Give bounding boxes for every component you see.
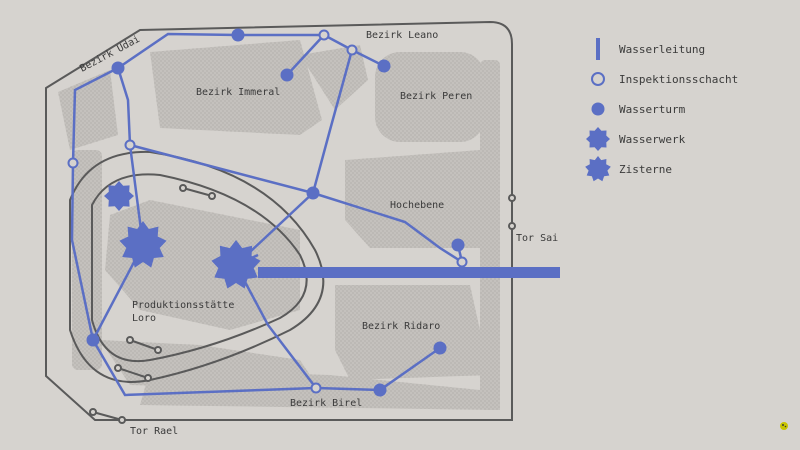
main-water-trunk	[258, 267, 560, 278]
waterworks	[104, 181, 134, 211]
district-label-produktion-1: Produktionsstätte	[132, 300, 234, 311]
district-label-produktion-2: Loro	[132, 313, 156, 324]
water-towers	[86, 28, 465, 397]
gate-label-sai: Tor Sai	[516, 233, 558, 244]
legend-label: Inspektionsschacht	[619, 72, 739, 86]
cistern-icon	[119, 221, 167, 268]
district-label-ridaro: Bezirk Ridaro	[362, 321, 440, 332]
cistern-icon	[211, 240, 261, 289]
water-tower-icon	[231, 28, 245, 42]
water-tower-icon	[377, 59, 391, 73]
inspection-shaft-icon	[124, 139, 136, 151]
legend-item-water-tower: Wasserturm	[585, 96, 685, 122]
water-tower-icon	[306, 186, 320, 200]
legend-item-waterworks: Wasserwerk	[585, 126, 685, 152]
legend-label: Wasserturm	[619, 102, 686, 116]
ring-walls	[69, 150, 325, 383]
water-tower-icon	[433, 341, 447, 355]
water-pipe-icon	[596, 38, 600, 60]
district-label-birel: Bezirk Birel	[290, 398, 362, 409]
inspection-shafts	[67, 29, 468, 394]
cisterns	[119, 221, 261, 289]
inspection-shaft-icon	[456, 256, 468, 268]
corner-bug-icon	[780, 422, 788, 430]
district-label-immeral: Bezirk Immeral	[196, 87, 280, 98]
water-tower-icon	[373, 383, 387, 397]
district-label-hochebene: Hochebene	[390, 200, 444, 211]
waterworks-icon	[104, 181, 134, 211]
inspection-shaft-icon	[310, 382, 322, 394]
legend-item-water-pipe: Wasserleitung	[585, 36, 705, 62]
gate-label-rael: Tor Rael	[130, 426, 178, 437]
inspection-shaft-icon	[67, 157, 79, 169]
water-tower-icon	[111, 61, 125, 75]
water-tower-icon	[591, 102, 605, 116]
legend-item-inspection-shaft: Inspektionsschacht	[585, 66, 738, 92]
water-tower-icon	[451, 238, 465, 252]
district-label-leano: Bezirk Leano	[366, 30, 438, 41]
city-wall	[45, 20, 513, 421]
district-label-udai: Bezirk Udai	[78, 34, 142, 75]
inspection-shaft-icon	[346, 44, 358, 56]
legend-label: Zisterne	[619, 162, 672, 176]
inspection-shaft-icon	[591, 72, 605, 86]
legend-item-cistern: Zisterne	[585, 156, 672, 182]
gate-markers	[89, 184, 516, 424]
cistern-icon	[585, 156, 611, 182]
district-label-peren: Bezirk Peren	[400, 91, 472, 102]
waterworks-icon	[586, 127, 610, 151]
water-tower-icon	[86, 333, 100, 347]
inspection-shaft-icon	[318, 29, 330, 41]
water-tower-icon	[280, 68, 294, 82]
legend-label: Wasserwerk	[619, 132, 686, 146]
legend-label: Wasserleitung	[619, 42, 706, 56]
water-pipes	[70, 32, 464, 397]
